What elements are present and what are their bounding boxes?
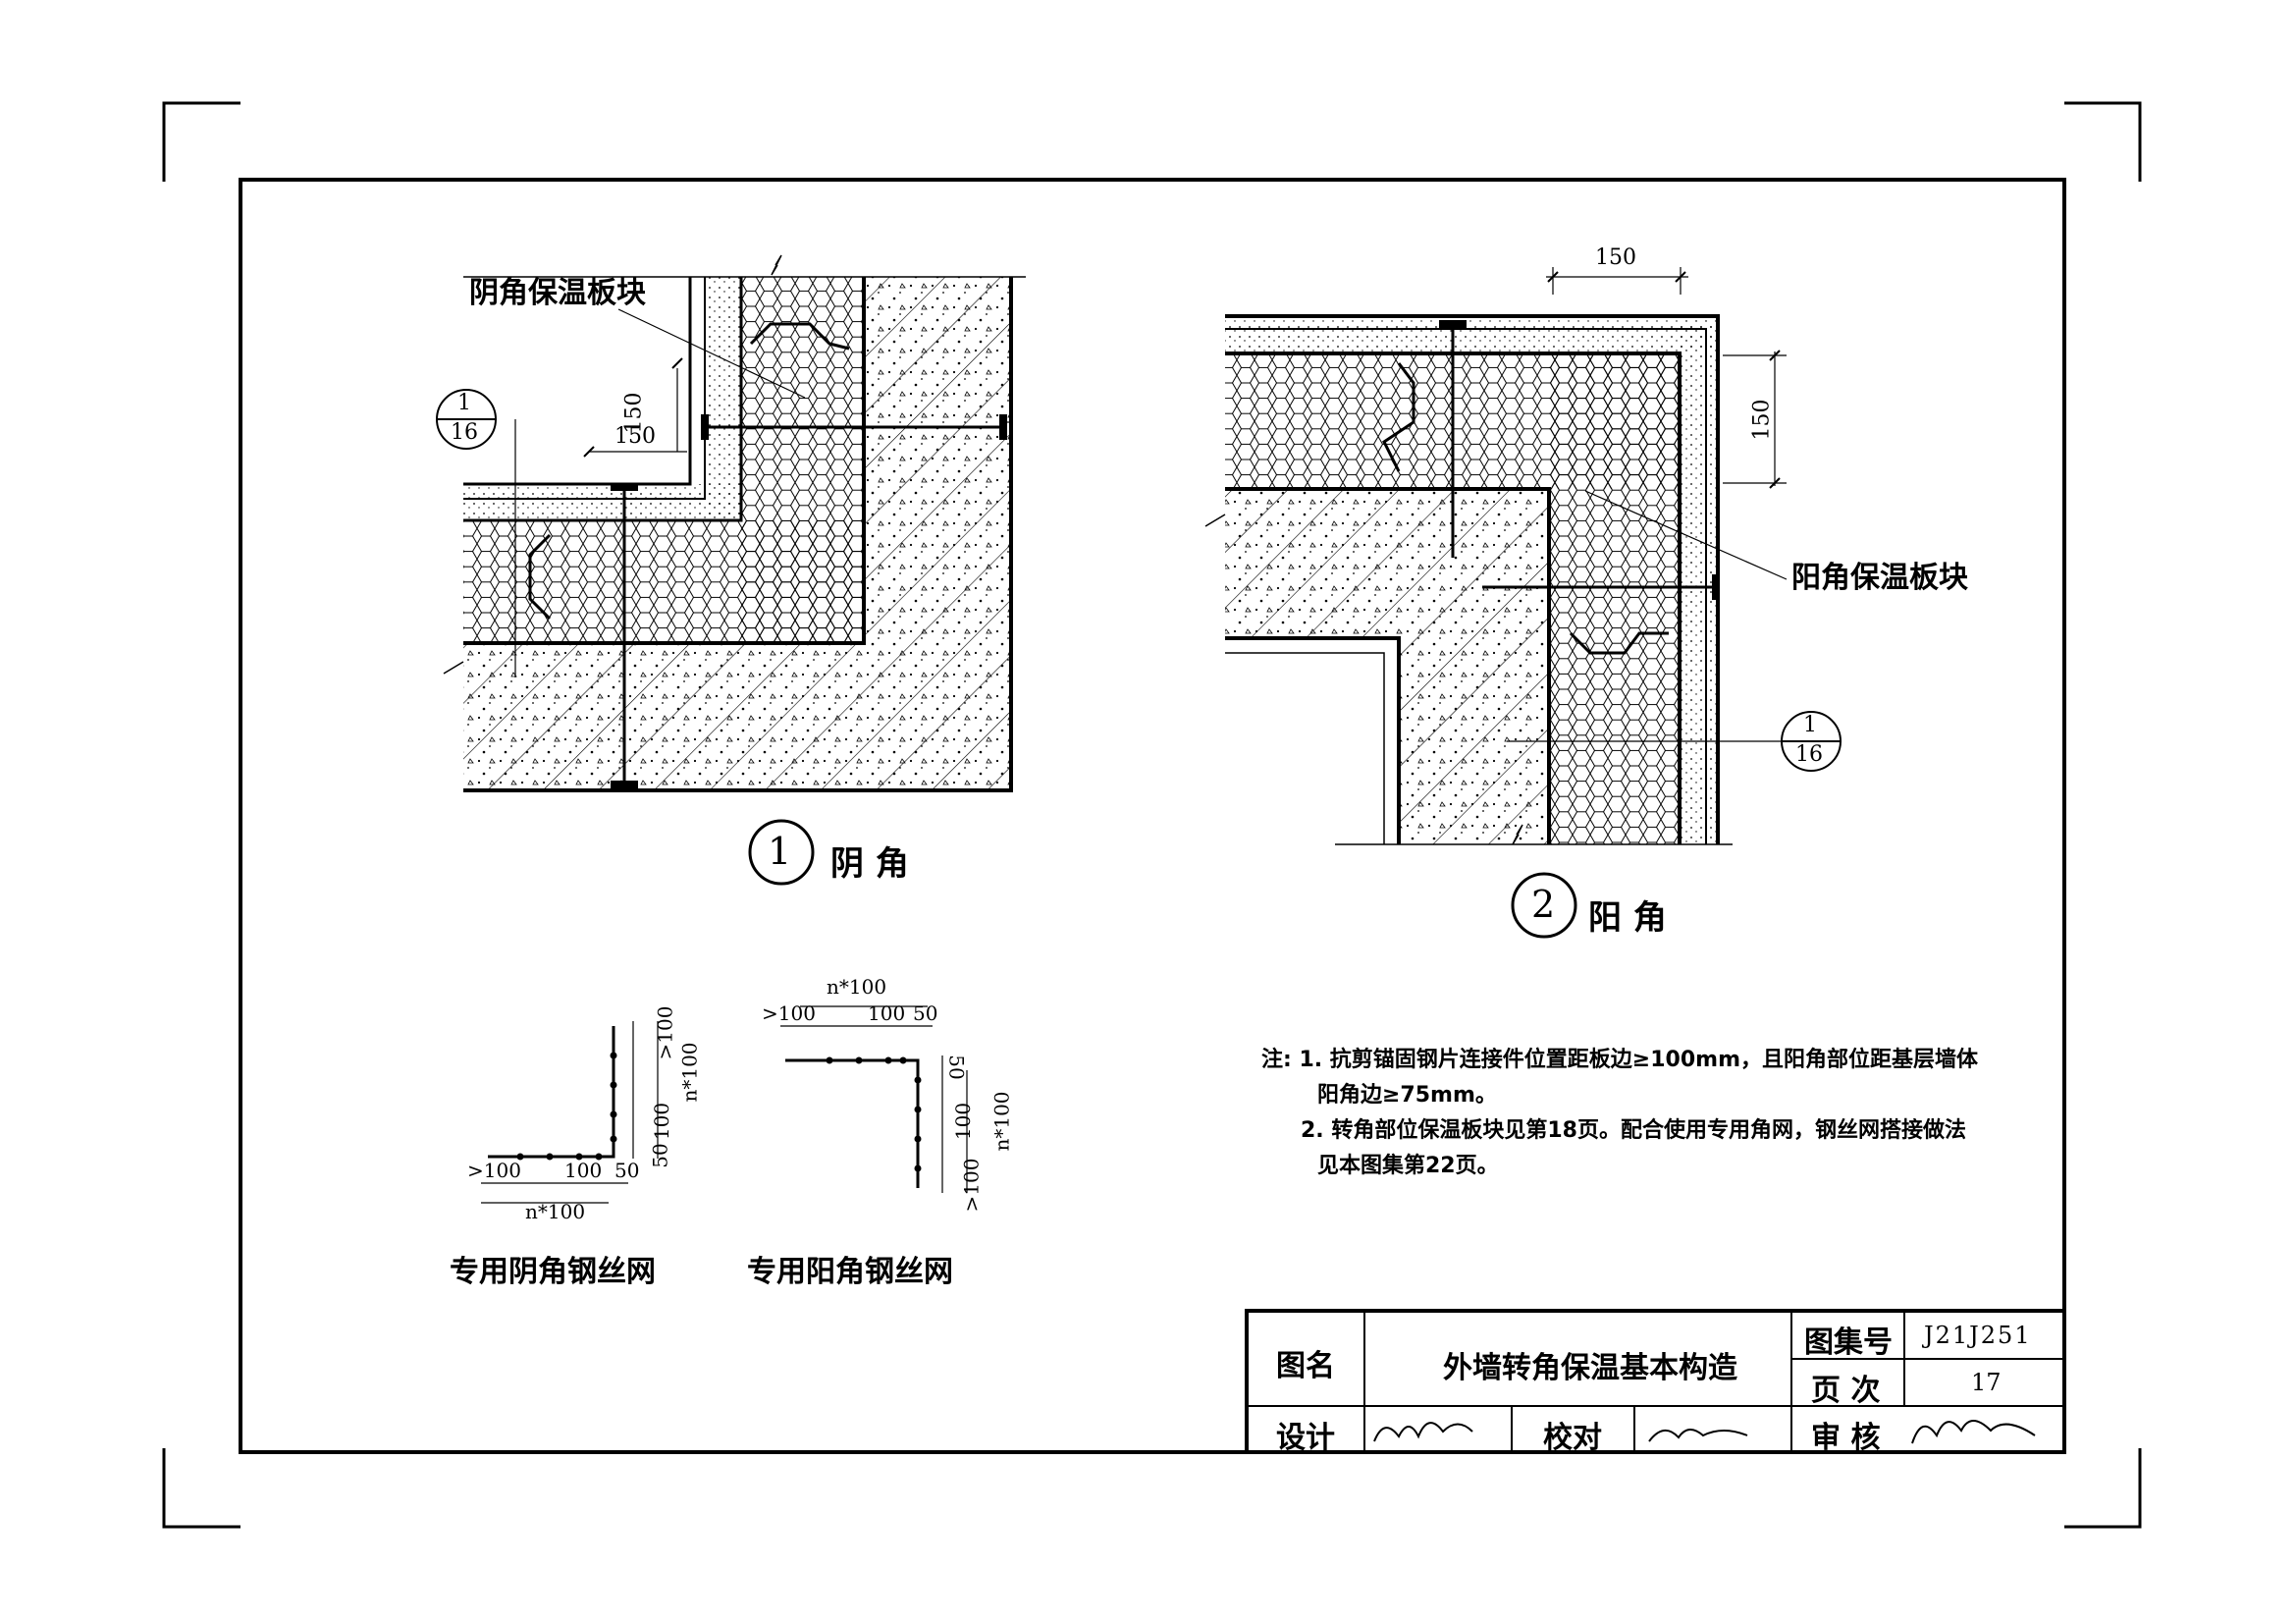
detail-2-title: 阳 角 xyxy=(1588,898,1667,938)
mesh-inside-50-v: 50 xyxy=(648,1143,672,1168)
insulation-board-1b xyxy=(463,520,864,643)
detail-1-panel-label: 阴角保温板块 xyxy=(469,276,646,310)
tb-review-label: 审 核 xyxy=(1811,1421,1881,1455)
detail-1-dim-horizontal: 150 xyxy=(614,424,656,449)
mesh-inside-gt100-h: >100 xyxy=(467,1159,521,1182)
tb-name-label: 图名 xyxy=(1276,1349,1335,1383)
mesh-outside-n100-h: n*100 xyxy=(827,975,887,999)
detail-1-number: 1 xyxy=(768,830,792,873)
detail-2-ref-bottom: 16 xyxy=(1795,742,1823,767)
crop-marks xyxy=(162,101,2142,1529)
tb-check-label: 校对 xyxy=(1543,1421,1602,1455)
mesh-outside-50-v: 50 xyxy=(944,1055,969,1080)
mesh-inside-100-v: 100 xyxy=(650,1102,674,1141)
notes-prefix: 注: xyxy=(1261,1048,1292,1072)
mesh-inside-n100-h: n*100 xyxy=(525,1200,586,1223)
mesh-inside-diagram xyxy=(481,1021,659,1204)
title-block xyxy=(1245,1309,2066,1454)
detail-1-number-bubble xyxy=(748,819,815,886)
tb-design-label: 设计 xyxy=(1276,1421,1335,1455)
detail-2-number-bubble xyxy=(1511,872,1577,939)
mesh-inside-n100-v: n*100 xyxy=(677,1042,702,1103)
mesh-inside-title: 专用阴角钢丝网 xyxy=(450,1255,656,1289)
note-1b: 阳角边≥75mm。 xyxy=(1317,1083,1497,1108)
detail-2-number: 2 xyxy=(1531,883,1556,926)
detail-1-ref-bottom: 16 xyxy=(451,420,478,445)
detail-2-dim-vertical: 150 xyxy=(1749,399,1775,441)
notes-block: 注: 1. 抗剪锚固钢片连接件位置距板边≥100mm，且阳角部位距基层墙体 阳角… xyxy=(1261,1043,2007,1184)
tb-atlas-value: J21J251 xyxy=(1924,1322,2032,1349)
mesh-outside-title: 专用阳角钢丝网 xyxy=(747,1255,953,1289)
mesh-inside-100-h: 100 xyxy=(564,1159,603,1182)
detail-2-panel-label: 阳角保温板块 xyxy=(1791,561,1968,595)
tb-name-value: 外墙转角保温基本构造 xyxy=(1443,1351,1737,1385)
tb-page-value: 17 xyxy=(1971,1369,2002,1396)
note-2: 2. 转角部位保温板块见第18页。配合使用专用角网，钢丝网搭接做法 xyxy=(1301,1118,1966,1143)
detail-2-ref-top: 1 xyxy=(1803,713,1817,737)
mesh-outside-50-h: 50 xyxy=(913,1001,938,1025)
mesh-outside-n100-v: n*100 xyxy=(989,1091,1014,1152)
note-2b: 见本图集第22页。 xyxy=(1317,1154,1499,1178)
mesh-inside-50-h: 50 xyxy=(614,1159,640,1182)
mesh-outside-gt100-v: >100 xyxy=(959,1158,984,1213)
mesh-inside-gt100-v: >100 xyxy=(653,1005,677,1060)
mesh-outside-diagram xyxy=(780,1005,968,1193)
detail-1-ref-top: 1 xyxy=(457,391,471,415)
detail-1-title: 阴 角 xyxy=(830,844,909,884)
detail-2-dim-horizontal: 150 xyxy=(1595,245,1636,270)
detail-1-inside-corner xyxy=(443,254,1026,792)
mesh-outside-100-v: 100 xyxy=(951,1102,976,1141)
tb-atlas-label: 图集号 xyxy=(1804,1325,1893,1360)
detail-2-outside-corner xyxy=(1204,267,1788,845)
mesh-outside-gt100-h: >100 xyxy=(762,1001,816,1025)
tb-page-label: 页 次 xyxy=(1811,1374,1881,1408)
mesh-outside-100-h: 100 xyxy=(868,1001,906,1025)
sheet-frame xyxy=(239,178,2066,1454)
note-1: 1. 抗剪锚固钢片连接件位置距板边≥100mm，且阳角部位距基层墙体 xyxy=(1299,1048,1979,1072)
